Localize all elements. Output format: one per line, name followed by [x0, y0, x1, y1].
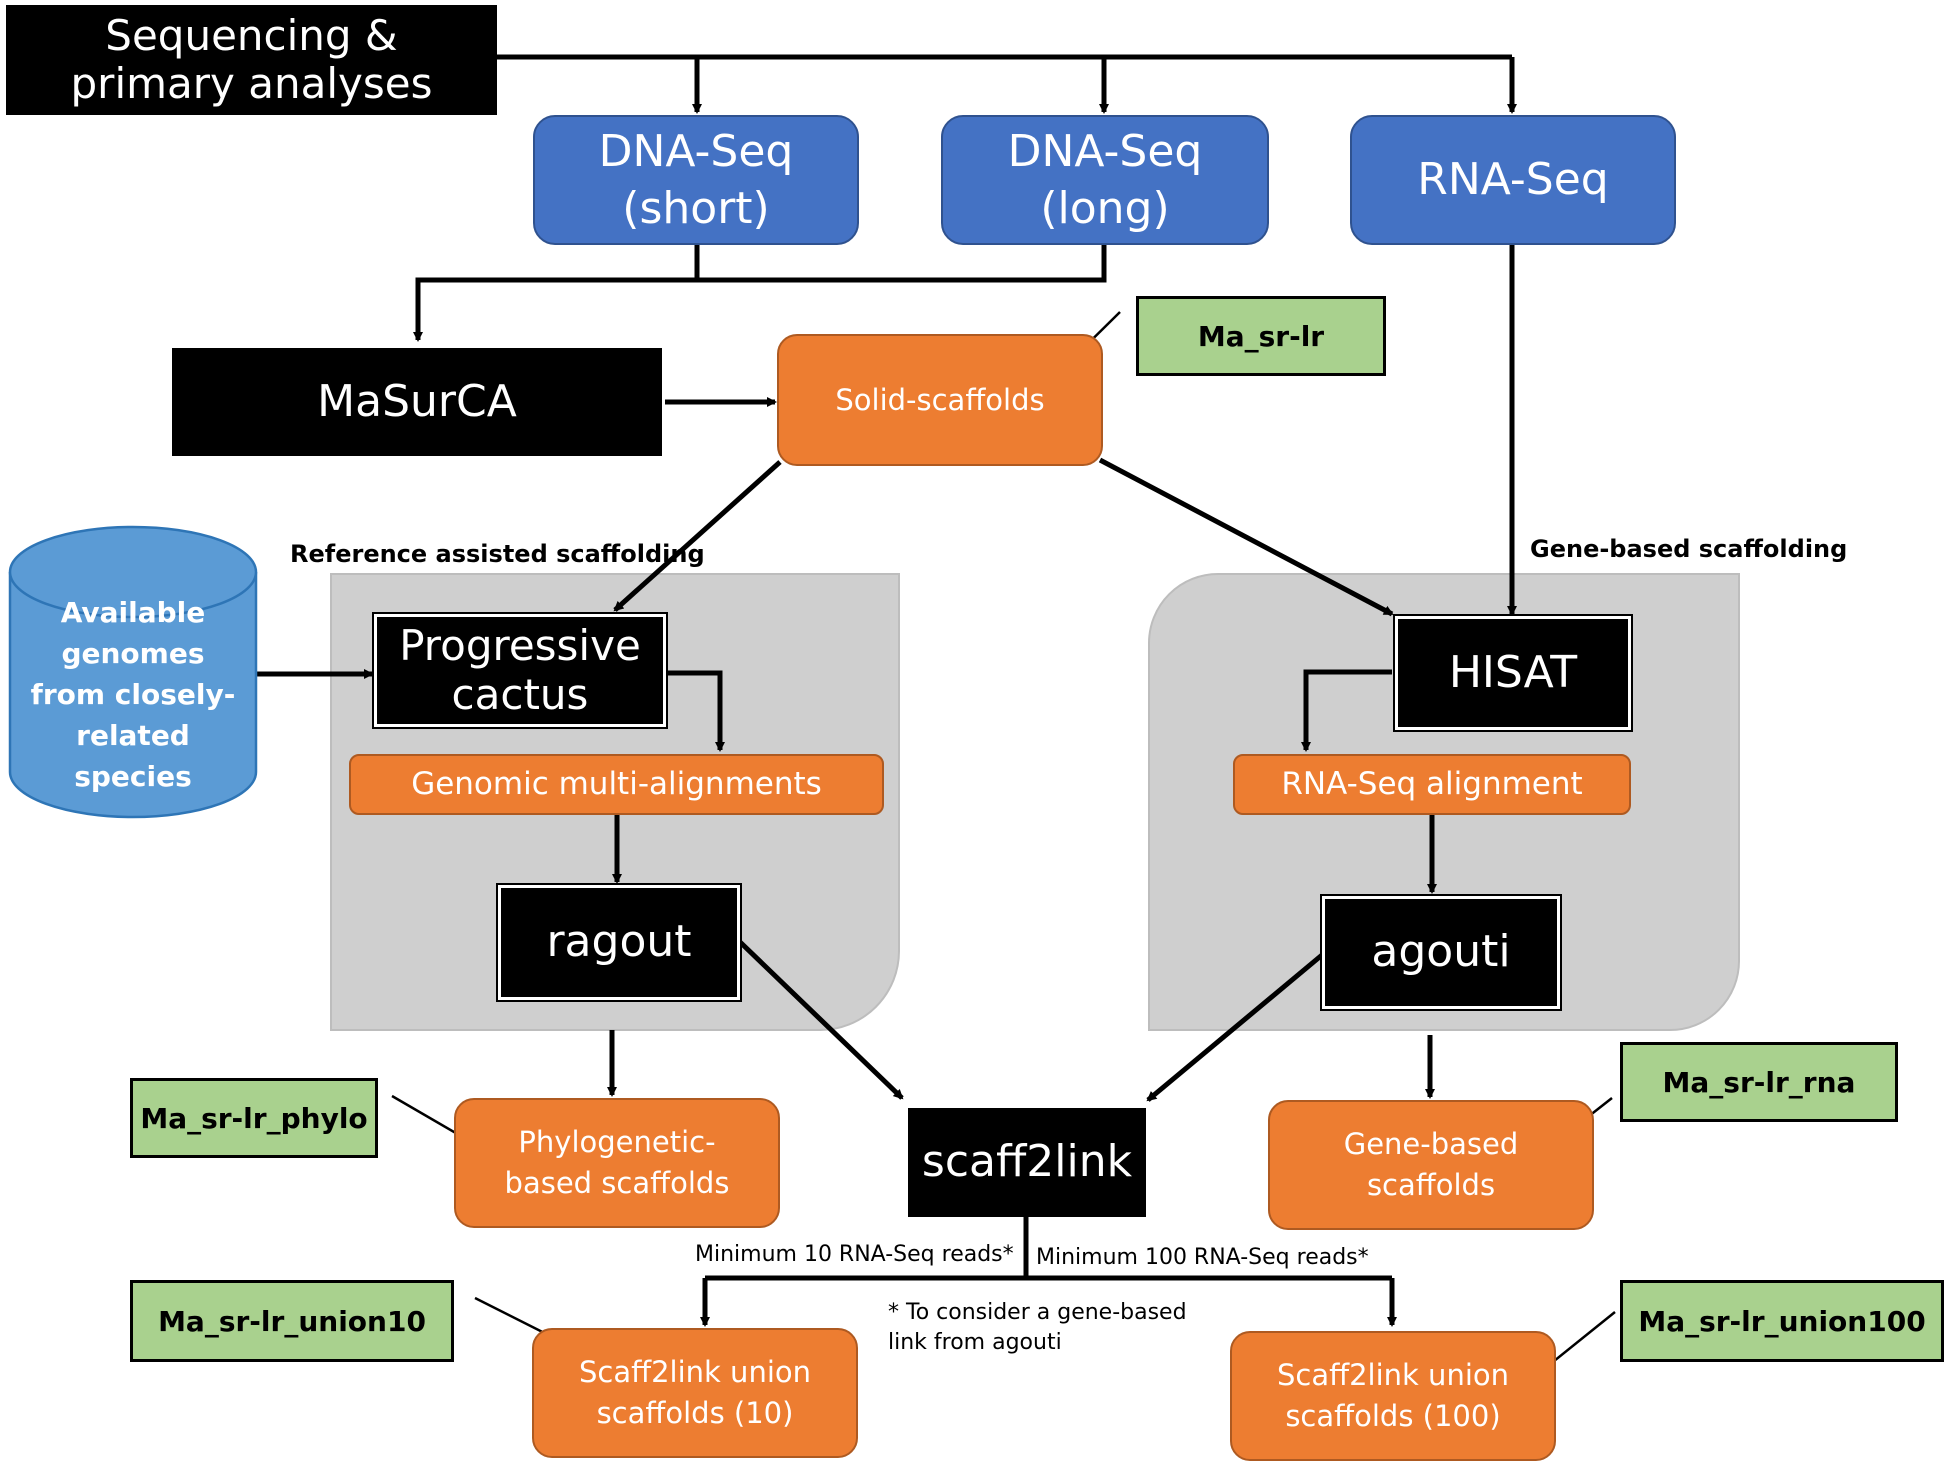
tag-ma-sr-lr-rna-label: Ma_sr-lr_rna — [1662, 1065, 1856, 1099]
dna-seq-long-box: DNA-Seq (long) — [941, 115, 1269, 245]
gene-based-scaffolds-label: Gene-based scaffolds — [1343, 1127, 1519, 1202]
tag-ma-sr-lr-phylo: Ma_sr-lr_phylo — [130, 1078, 378, 1158]
solid-scaffolds-box: Solid-scaffolds — [777, 334, 1103, 466]
tag-ma-sr-lr-label: Ma_sr-lr — [1197, 319, 1325, 353]
hisat-label: HISAT — [1448, 646, 1578, 698]
tag-ma-sr-lr-phylo-label: Ma_sr-lr_phylo — [140, 1101, 368, 1135]
rna-seq-label: RNA-Seq — [1417, 154, 1609, 206]
progressive-cactus-label: Progressive cactus — [399, 621, 641, 719]
rna-seq-alignment-label: RNA-Seq alignment — [1281, 765, 1583, 802]
agouti-label: agouti — [1371, 926, 1511, 978]
scaff2link-box: scaff2link — [908, 1108, 1146, 1217]
union10-box: Scaff2link union scaffolds (10) — [532, 1328, 858, 1458]
union100-box: Scaff2link union scaffolds (100) — [1230, 1331, 1556, 1461]
phylogenetic-scaffolds-box: Phylogenetic-based scaffolds — [454, 1098, 780, 1228]
union100-label: Scaff2link union scaffolds (100) — [1277, 1358, 1509, 1433]
sequencing-label: Sequencing & primary analyses — [70, 10, 433, 108]
masurca-box: MaSurCA — [172, 348, 662, 456]
scaff2link-label: scaff2link — [921, 1136, 1133, 1188]
tag-ma-sr-lr-union10-label: Ma_sr-lr_union10 — [158, 1304, 426, 1338]
tag-ma-sr-lr-union100: Ma_sr-lr_union100 — [1620, 1280, 1944, 1362]
dna-seq-short-label: DNA-Seq (short) — [598, 125, 794, 234]
tag-ma-sr-lr-union100-label: Ma_sr-lr_union100 — [1638, 1304, 1926, 1338]
tag-ma-sr-lr-rna: Ma_sr-lr_rna — [1620, 1042, 1898, 1122]
phylogenetic-scaffolds-label: Phylogenetic-based scaffolds — [504, 1125, 730, 1200]
progressive-cactus-box: Progressive cactus — [372, 612, 668, 729]
gene-based-scaffolds-box: Gene-based scaffolds — [1268, 1100, 1594, 1230]
reference-assisted-label: Reference assisted scaffolding — [290, 540, 705, 568]
footnote-label: * To consider a gene-based link from ago… — [888, 1300, 1187, 1355]
tag-ma-sr-lr: Ma_sr-lr — [1136, 296, 1386, 376]
min10-label: Minimum 10 RNA-Seq reads* — [695, 1242, 1014, 1267]
gene-based-scaffolding-label: Gene-based scaffolding — [1530, 535, 1848, 563]
dna-seq-short-box: DNA-Seq (short) — [533, 115, 859, 245]
sequencing-primary-analyses-box: Sequencing & primary analyses — [6, 5, 497, 115]
hisat-box: HISAT — [1393, 614, 1633, 732]
rna-seq-box: RNA-Seq — [1350, 115, 1676, 245]
masurca-label: MaSurCA — [317, 375, 517, 427]
solid-scaffolds-label: Solid-scaffolds — [835, 382, 1045, 417]
min100-label: Minimum 100 RNA-Seq reads* — [1036, 1245, 1369, 1270]
available-genomes-cylinder — [8, 525, 258, 819]
available-genomes-label: Available genomes from closely-related s… — [30, 596, 236, 793]
dna-seq-long-label: DNA-Seq (long) — [1007, 125, 1203, 234]
ragout-box: ragout — [496, 883, 742, 1002]
available-genomes-text: Available genomes from closely-related s… — [22, 592, 244, 797]
genomic-multi-alignments-label: Genomic multi-alignments — [411, 765, 822, 802]
tag-ma-sr-lr-union10: Ma_sr-lr_union10 — [130, 1280, 454, 1362]
union10-label: Scaff2link union scaffolds (10) — [579, 1355, 811, 1430]
genomic-multi-alignments-box: Genomic multi-alignments — [349, 754, 884, 815]
ragout-label: ragout — [546, 916, 692, 968]
agouti-box: agouti — [1320, 894, 1562, 1011]
rna-seq-alignment-box: RNA-Seq alignment — [1233, 754, 1631, 815]
